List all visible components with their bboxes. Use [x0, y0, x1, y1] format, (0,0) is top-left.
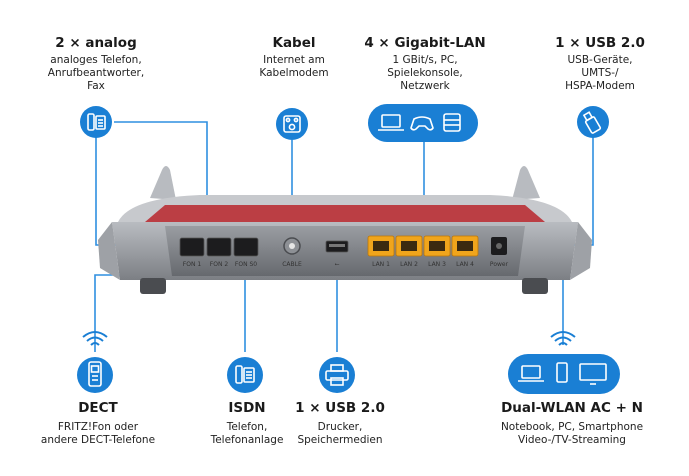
dect-wifi-icon	[82, 331, 108, 346]
isdn-desc: Telefon, Telefonanlage	[187, 421, 307, 447]
kabel-line-1: Internet am	[263, 54, 325, 66]
dect-line	[94, 274, 125, 352]
router	[98, 166, 592, 294]
dect-desc: FRITZ!Fon oder andere DECT-Telefone	[18, 421, 178, 447]
lan-line-2: Spielekonsole,	[387, 67, 463, 79]
fon-ports: FON 1 FON 2 FON S0	[179, 237, 259, 268]
router-red-stripe	[145, 205, 545, 222]
lan3-port-label: LAN 3	[428, 261, 446, 268]
usb-port-label: ⭠	[335, 261, 340, 268]
usb-stick-icon	[582, 111, 602, 134]
wlan-line-2: Video-/TV-Streaming	[518, 434, 626, 446]
kabel-desc: Internet am Kabelmodem	[234, 54, 354, 80]
desk-phone-icon	[235, 365, 255, 384]
usb-bottom-line-1: Drucker,	[317, 421, 363, 433]
usb-top-title: 1 × USB 2.0	[555, 35, 645, 51]
usb-top-line-3: HSPA-Modem	[565, 80, 635, 92]
fon1-port	[179, 237, 205, 257]
router-side-left	[98, 222, 120, 280]
router-side-right	[570, 222, 592, 280]
lan1-port-label: LAN 1	[372, 261, 390, 268]
laptop-phone-monitor-wifi-icon	[518, 362, 607, 385]
usb-bottom-title: 1 × USB 2.0	[295, 400, 385, 416]
fon-s0-port-label: FON S0	[235, 261, 257, 268]
analog-icon-badge	[80, 106, 112, 138]
router-foot-left	[140, 278, 166, 294]
lan4-port-socket	[457, 241, 473, 251]
wlan-line-1: Notebook, PC, Smartphone	[500, 421, 644, 433]
router-foot-right	[522, 278, 548, 294]
power-port-pin	[496, 243, 502, 249]
analog-desc: analoges Telefon, Anrufbeantworter, Fax	[36, 54, 156, 93]
fon1-port-label: FON 1	[183, 261, 202, 268]
usb-bottom-desc: Drucker, Speichermedien	[280, 421, 400, 447]
isdn-title: ISDN	[228, 400, 266, 416]
fon2-port-label: FON 2	[210, 261, 229, 268]
cordless-phone-wifi-icon	[88, 361, 102, 387]
usb-port-group: ⭠	[325, 240, 349, 268]
kabel-title: Kabel	[272, 35, 316, 51]
lan-title: 4 × Gigabit-LAN	[364, 35, 486, 51]
usb-bottom-line-2: Speichermedien	[297, 434, 383, 446]
lan4-port-label: LAN 4	[456, 261, 474, 268]
analog-title: 2 × analog	[55, 35, 137, 51]
analog-line-3: Fax	[87, 80, 105, 92]
coax-cable-icon	[283, 115, 301, 133]
laptop-gamepad-server-icon	[378, 113, 461, 132]
usb-top-line-1: USB-Geräte,	[567, 54, 633, 66]
fon2-port	[206, 237, 232, 257]
isdn-line-1: Telefon,	[226, 421, 268, 433]
cable-port-group: CABLE	[282, 237, 302, 268]
kabel-icon-badge	[276, 108, 308, 140]
lan2-port-socket	[401, 241, 417, 251]
lan-icon-badge	[368, 104, 478, 142]
wlan-wifi-icon	[550, 331, 576, 346]
usb-top-icon-badge	[577, 106, 609, 138]
dect-line-2: andere DECT-Telefone	[40, 434, 156, 446]
lan-line-1: 1 GBit/s, PC,	[392, 54, 458, 66]
usb-top-line-2: UMTS-/	[581, 67, 619, 79]
fon-s0-port	[233, 237, 259, 257]
usb-bottom-icon-badge	[319, 357, 355, 393]
lan2-port-label: LAN 2	[400, 261, 418, 268]
analog-line-1: analoges Telefon,	[50, 54, 142, 66]
cable-port-label: CABLE	[282, 261, 302, 268]
wlan-icon-badge	[508, 331, 620, 394]
lan-desc: 1 GBit/s, PC, Spielekonsole, Netzwerk	[365, 54, 485, 93]
kabel-line-2: Kabelmodem	[259, 67, 329, 79]
lan-ports: LAN 1 LAN 2 LAN 3 LAN 4	[367, 235, 479, 268]
router-antenna-left	[150, 166, 176, 200]
cable-port-center	[289, 243, 295, 249]
usb-top-desc: USB-Geräte, UMTS-/ HSPA-Modem	[545, 54, 655, 93]
power-port-group: Power	[490, 237, 509, 268]
wlan-title: Dual-WLAN AC + N	[501, 400, 643, 416]
dect-title: DECT	[78, 400, 118, 416]
lan-line-3: Netzwerk	[400, 80, 450, 92]
analog-line-2: Anrufbeantworter,	[47, 67, 145, 79]
dect-line-1: FRITZ!Fon oder	[57, 421, 139, 433]
printer-icon	[325, 364, 349, 386]
power-port-label: Power	[490, 261, 509, 268]
usb-port-tongue	[329, 244, 345, 247]
isdn-icon-badge	[227, 357, 263, 393]
lan3-port-socket	[429, 241, 445, 251]
dect-icon-badge	[77, 331, 113, 393]
isdn-line-2: Telefonanlage	[210, 434, 284, 446]
desk-phone-icon	[87, 113, 106, 131]
router-antenna-right	[512, 166, 540, 200]
lan1-port-socket	[373, 241, 389, 251]
wlan-desc: Notebook, PC, Smartphone Video-/TV-Strea…	[492, 421, 652, 447]
